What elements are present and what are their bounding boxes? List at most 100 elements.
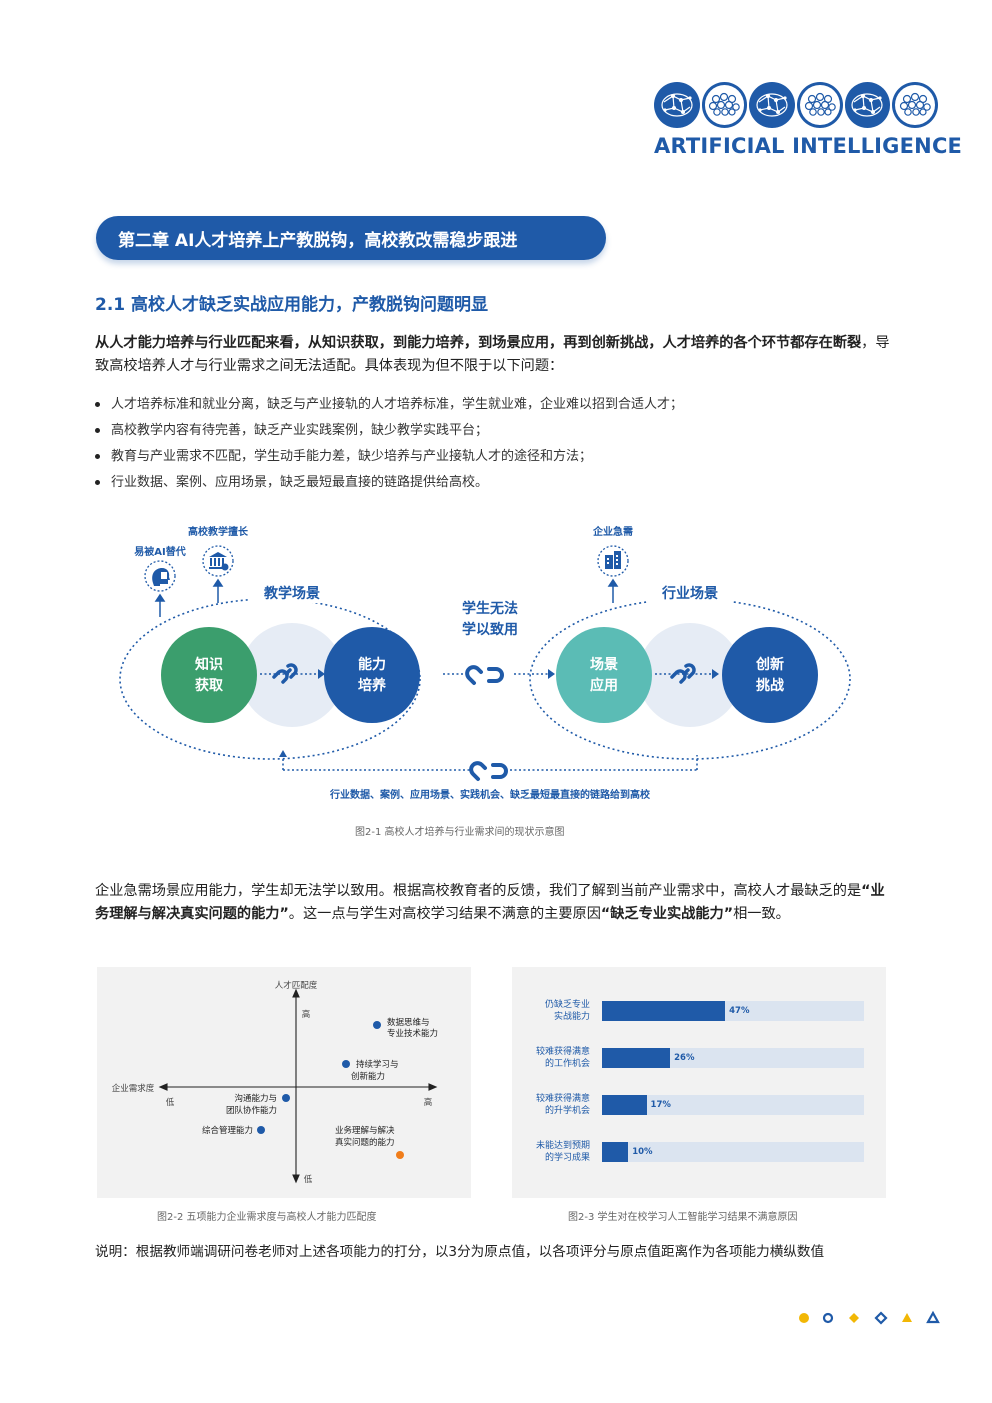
figure2-caption: 图2-2 五项能力企业需求度与高校人才能力匹配度 [157,1212,377,1223]
chapter-title: 第二章 AI人才培养上产教脱钩，高校教改需稳步跟进 [96,216,606,260]
cells-brain-icon [892,82,938,128]
diamond-icon [849,1313,859,1323]
bar-category-label: 仍缺乏专业实战能力 [544,1000,590,1022]
innovation-circle [722,627,818,723]
label-replaceable: 易被AI替代 [134,545,185,558]
bar-category-label: 未能达到预期的学习成果 [535,1141,590,1163]
ability-label-2: 培养 [358,677,387,694]
y-high-label: 高 [302,1009,311,1020]
section-title: 2.1 高校人才缺乏实战应用能力，产教脱钩问题明显 [95,295,489,315]
y-low-label: 低 [304,1174,313,1185]
note: 说明：根据教师端调研问卷老师对上述各项能力的打分，以3分为原点值，以各项评分与原… [95,1244,825,1260]
point-communication [282,1094,290,1102]
list-item: 行业数据、案例、应用场景，缺乏最短最直接的链路提供给高校。 [95,470,895,496]
point-label: 数据思维与 [387,1017,430,1028]
point-label: 团队协作能力 [226,1105,277,1116]
para2: 企业急需场景应用能力，学生却无法学以致用。根据高校教育者的反馈，我们了解到当前产… [95,880,895,926]
scene-label-1: 场景 [590,657,618,673]
x-low-label: 低 [166,1097,175,1108]
bar-track [602,1001,864,1021]
logo-text: ARTIFICIAL INTELLIGENCE [654,134,963,158]
knowledge-label-1: 知识 [195,656,223,673]
bar [602,1095,647,1115]
x-axis-label: 企业需求度 [112,1083,155,1094]
para2-bold-1: “业务理解与解决真实问题的能力” [95,883,885,922]
point-label: 业务理解与解决 [335,1125,395,1136]
knowledge-circle [161,627,257,723]
ability-label-1: 能力 [358,656,386,673]
head-document-icon [144,560,176,592]
point-management [257,1126,265,1134]
talent-gap-diagram: 易被AI替代 高校教学擅长 企业急需 教学场景 行业场景 学生无法 学以致用 [119,525,851,801]
enterprise-buildings-icon [597,545,629,577]
point-continuous-learning [342,1060,350,1068]
broken-link-icon [469,761,508,781]
bar [602,1142,629,1162]
innovation-label-1: 创新 [755,656,784,673]
bar-track [602,1095,864,1115]
point-label: 持续学习与 [356,1059,399,1070]
circle-icon [799,1313,809,1323]
issue-list: 人才培养标准和就业分离，缺乏与产业接轨的人才培养标准，学生就业难，企业难以招到合… [95,392,895,496]
bar-track [602,1048,864,1068]
figure3-caption: 图2-3 学生对在校学习人工智能学习结果不满意原因 [568,1212,798,1223]
bar-category-label: 较难获得满意的工作机会 [535,1047,590,1069]
industry-scene-label: 行业场景 [661,585,718,602]
point-data-thinking [373,1021,381,1029]
teaching-scene-label: 教学场景 [264,585,320,602]
list-item: 人才培养标准和就业分离，缺乏与产业接轨的人才培养标准，学生就业难，企业难以招到合… [95,392,895,418]
logo-icons [654,82,938,128]
intro-normal: ，导致高校培养人才与行业需求之间无法适配。具体表现为但不限于以下问题： [95,335,890,374]
middle-label-line1: 学生无法 [462,600,518,617]
triangle-icon [902,1313,912,1322]
footer-decoration [799,1310,940,1325]
para2-text-3: 相一致。 [733,906,790,922]
intro-bold: 从人才能力培养与行业匹配来看，从知识获取，到能力培养，到场景应用，再到创新挑战，… [95,335,862,351]
x-high-label: 高 [424,1097,433,1108]
figure1-caption: 图2-1 高校人才培养与行业需求间的现状示意图 [355,827,565,838]
bank-building-icon [202,545,234,577]
point-label: 专业技术能力 [387,1028,438,1039]
middle-label-line2: 学以致用 [462,621,518,638]
list-item: 高校教学内容有待完善，缺乏产业实践案例，缺少教学实践平台； [95,418,895,444]
point-label: 创新能力 [351,1071,385,1082]
scene-circle [556,627,652,723]
bar-value-label: 10% [632,1147,653,1157]
para2-text-1: 企业急需场景应用能力，学生却无法学以致用。根据高校教育者的反馈，我们了解到当前产… [95,883,862,899]
triangle-outline-icon [926,1310,940,1324]
cells-brain-icon [701,82,748,128]
point-label: 真实问题的能力 [335,1137,395,1148]
bar-chart: 仍缺乏专业实战能力 47% 较难获得满意的工作机会 26% 较难获得满意的升学机会 17%… [512,967,886,1198]
diamond-outline-icon [874,1311,888,1325]
bar-value-label: 17% [650,1100,671,1110]
scene-label-2: 应用 [590,677,618,694]
network-brain-icon [749,82,795,128]
matrix-panel: 人才匹配度 企业需求度 高 低 高 低 数据思维与 专业技术能力 持续学习与 创… [97,967,471,1198]
network-brain-icon [654,82,700,128]
y-axis-label: 人才匹配度 [275,980,318,991]
bottom-gap-label: 行业数据、案例、应用场景、实践机会、缺乏最短最直接的链路给到高校 [329,788,651,801]
bar-track [602,1142,864,1162]
broken-link-icon [465,665,504,685]
innovation-label-2: 挑战 [756,677,784,694]
circle-outline-icon [822,1312,834,1324]
para2-bold-2: “缺乏专业实战能力” [600,906,734,922]
label-teaching-strength: 高校教学擅长 [188,525,249,538]
bar [602,1001,726,1021]
list-item: 教育与产业需求不匹配，学生动手能力差，缺少培养与产业接轨人才的途径和方法； [95,444,895,470]
bar-chart-panel: 仍缺乏专业实战能力 47% 较难获得满意的工作机会 26% 较难获得满意的升学机会 17%… [512,967,886,1198]
ability-matrix: 人才匹配度 企业需求度 高 低 高 低 数据思维与 专业技术能力 持续学习与 创… [112,980,438,1185]
bar-category-label: 较难获得满意的升学机会 [535,1094,590,1116]
knowledge-label-2: 获取 [195,677,224,694]
para2-text-2: 。这一点与学生对高校学习结果不满意的主要原因 [288,906,601,922]
point-business-understanding [396,1151,404,1159]
cells-brain-icon [796,82,843,128]
bar-value-label: 47% [729,1006,750,1016]
bar-value-label: 26% [674,1053,695,1063]
network-brain-icon [844,82,891,128]
broken-link-icon [272,663,298,684]
bar [602,1048,671,1068]
point-label: 沟通能力与 [234,1093,277,1104]
point-label: 综合管理能力 [202,1125,253,1136]
label-enterprise-need: 企业急需 [592,525,633,538]
